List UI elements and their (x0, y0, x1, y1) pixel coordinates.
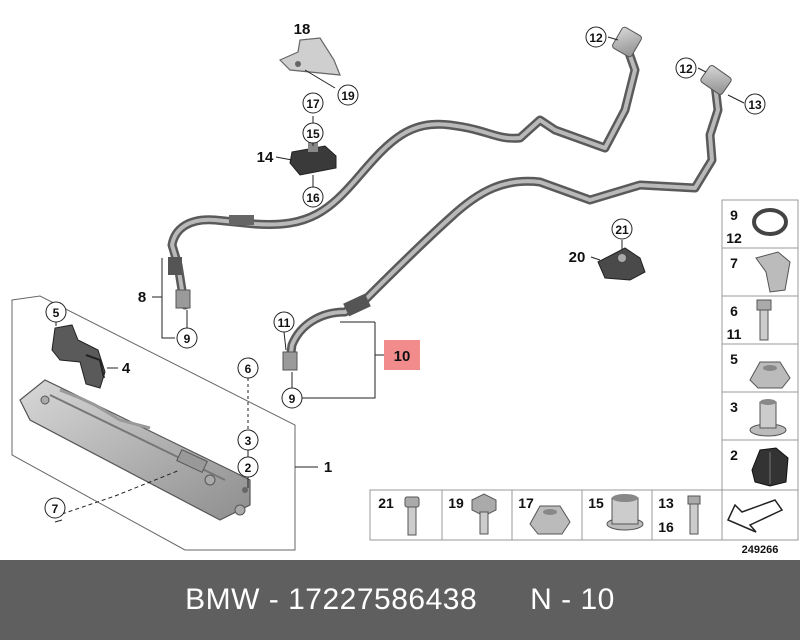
footer-position-label: N - 10 (530, 583, 615, 616)
callout-17: 17 (306, 97, 320, 111)
label-1: 1 (324, 459, 332, 476)
legend-b2-top: 17 (518, 495, 534, 511)
legend-b3-top: 15 (588, 495, 604, 511)
holder-4-drawing (51, 324, 106, 389)
footer-text: BMW - 17227586438 N - 10 (185, 583, 615, 617)
footer-part-number: 17227586438 (288, 583, 478, 616)
legend-bottom: 21 19 17 15 13 16 (369, 489, 799, 541)
rubber-mount-icon (751, 447, 789, 487)
callout-16: 16 (306, 191, 320, 205)
hex-bolt-icon (471, 493, 497, 535)
callout-7: 7 (52, 502, 59, 516)
callout-3: 3 (245, 434, 252, 448)
callout-9a: 9 (184, 332, 191, 346)
callout-9b: 9 (289, 392, 296, 406)
bracket-18-drawing (278, 37, 341, 76)
highlighted-part-10[interactable]: 10 (384, 340, 420, 370)
collar-nut-icon (529, 505, 571, 535)
arrow-icon (726, 499, 784, 533)
label-18: 18 (294, 21, 311, 38)
legend-r1-top: 7 (730, 255, 738, 271)
legend-right: 9 12 7 6 11 5 3 2 (721, 199, 799, 491)
callout-11: 11 (278, 316, 291, 330)
parts-diagram: 17 15 16 19 12 12 13 21 5 9 11 9 6 3 2 7… (11, 21, 799, 556)
hose-8-drawing (167, 26, 642, 310)
callout-2: 2 (245, 461, 252, 475)
legend-r0-bottom: 12 (726, 230, 742, 246)
callout-12a: 12 (589, 31, 603, 45)
legend-b1-top: 19 (448, 495, 464, 511)
callout-15: 15 (306, 127, 320, 141)
torx-bolt-icon (404, 496, 420, 536)
label-4: 4 (122, 360, 131, 377)
hose-10-drawing (282, 65, 732, 371)
legend-r4-top: 3 (730, 399, 738, 415)
callouts: 17 15 16 19 12 12 13 21 5 9 11 9 6 3 2 7 (44, 26, 766, 519)
legend-r3-top: 5 (730, 351, 738, 367)
callout-13: 13 (748, 98, 762, 112)
footer-bar: BMW - 17227586438 N - 10 (0, 560, 800, 640)
legend-b4-top: 13 (658, 495, 674, 511)
legend-b4-bottom: 16 (658, 519, 674, 535)
leader-lines (54, 36, 745, 523)
label-14: 14 (257, 149, 274, 166)
callout-12b: 12 (679, 62, 693, 76)
label-10: 10 (394, 348, 411, 365)
label-8: 8 (138, 289, 146, 306)
legend-r0-top: 9 (730, 207, 738, 223)
callout-19: 19 (341, 89, 355, 103)
callout-6: 6 (245, 362, 252, 376)
rubber-block-14-drawing (289, 142, 337, 176)
footer-separator: - (259, 583, 289, 616)
sleeve-icon (606, 494, 644, 531)
o-ring-icon (752, 208, 788, 236)
diagram-id: 249266 (742, 544, 779, 556)
plain-labels: 18 14 20 8 4 1 (122, 21, 586, 476)
callout-21: 21 (615, 223, 629, 237)
screw-icon (687, 495, 701, 535)
oil-cooler-1-drawing (11, 295, 296, 551)
callout-5: 5 (53, 306, 60, 320)
bushing-icon (749, 399, 787, 437)
legend-r5-top: 2 (730, 447, 738, 463)
clip-icon (755, 251, 791, 293)
legend-r2-top: 6 (730, 303, 738, 319)
bolt-icon (756, 299, 772, 341)
bracket-20-drawing (597, 247, 646, 281)
legend-b0-top: 21 (378, 495, 394, 511)
hex-nut-icon (749, 361, 791, 389)
legend-r2-bottom: 11 (727, 326, 742, 342)
footer-brand: BMW (185, 583, 260, 616)
label-20: 20 (569, 249, 586, 266)
